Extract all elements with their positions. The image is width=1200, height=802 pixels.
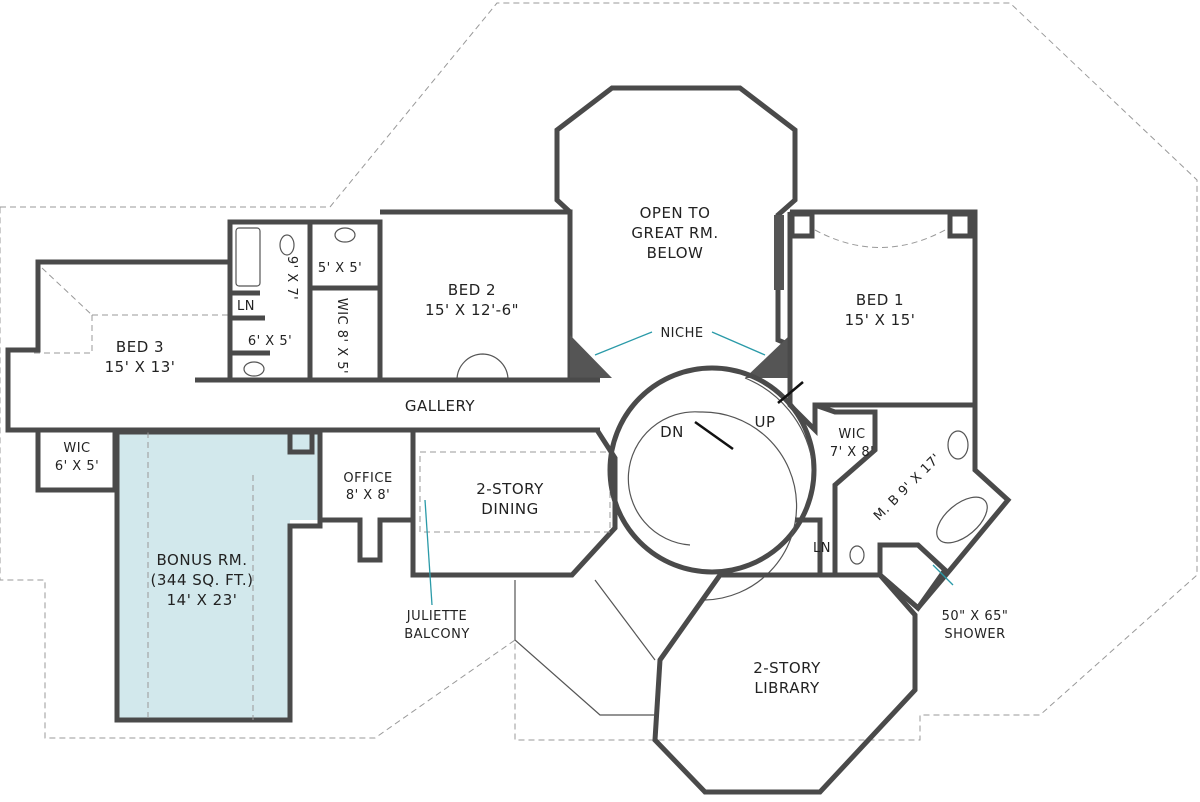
toilet-icon — [849, 545, 865, 565]
bed3-name: BED 3 — [116, 338, 164, 356]
shower-line2: SHOWER — [944, 627, 1005, 642]
bed3-walls — [5, 259, 250, 433]
office-name: OFFICE — [343, 471, 392, 486]
chase — [287, 427, 315, 455]
ceiling-line — [814, 229, 946, 248]
open-great-line1: OPEN TO — [640, 204, 711, 222]
wic-middle-label: WIC 8' X 5' — [334, 298, 349, 374]
niche-left — [570, 335, 612, 378]
office-size: 8' X 8' — [346, 488, 390, 503]
library-walls — [652, 572, 918, 795]
roof-line — [41, 267, 93, 316]
stair-inner — [627, 411, 701, 546]
bed3-size: 15' X 13' — [105, 358, 176, 376]
open-great-line3: BELOW — [647, 244, 704, 262]
bed2-name: BED 2 — [448, 281, 496, 299]
up-arrow-icon — [777, 381, 804, 404]
dn-label: DN — [660, 423, 684, 441]
bath-upper-size-b: 9' X 7' — [284, 256, 299, 300]
juliette-line2: BALCONY — [404, 627, 470, 642]
sink-icon — [243, 361, 265, 377]
niche-leader — [711, 331, 766, 356]
linen-left: LN — [237, 299, 255, 314]
master-bath-label: M. B 9' X 17' — [871, 451, 944, 524]
bathtub-icon — [936, 496, 988, 544]
bonus-line2: (344 SQ. FT.) — [151, 571, 254, 589]
sink-icon — [334, 227, 356, 243]
open-great-line2: GREAT RM. — [631, 224, 718, 242]
shower-leader — [932, 564, 954, 586]
bed1-name: BED 1 — [856, 291, 904, 309]
dining-line1: 2-STORY — [476, 480, 544, 498]
niche-label: NICHE — [660, 326, 703, 341]
bed2-size: 15' X 12'-6" — [425, 301, 519, 319]
office-walls — [317, 430, 416, 563]
upper-stair[interactable] — [744, 377, 813, 461]
wic-right-size: 7' X 8' — [830, 445, 874, 460]
shower-walls — [877, 542, 949, 612]
sink-icon — [947, 430, 969, 460]
juliette-line1: JULIETTE — [406, 609, 468, 624]
curved-stair[interactable] — [699, 411, 798, 601]
roof-line — [30, 315, 93, 354]
bath-upper-size-a: 5' X 5' — [318, 261, 362, 276]
bathtub-icon — [235, 227, 261, 287]
shower-line1: 50" X 65" — [942, 609, 1009, 624]
roof-line — [514, 580, 655, 716]
double-door[interactable] — [456, 353, 509, 381]
bonus-line3: 14' X 23' — [167, 591, 238, 609]
up-label: UP — [754, 413, 775, 431]
column — [947, 211, 973, 239]
window-wall — [594, 579, 656, 661]
niche-leader — [594, 331, 653, 356]
down-arrow-icon — [694, 420, 734, 451]
wic-right-name: WIC — [838, 427, 865, 442]
roof-outline — [0, 2, 1198, 741]
juliette-leader — [424, 499, 433, 606]
toilet-icon — [279, 234, 295, 256]
bed1-size: 15' X 15' — [845, 311, 916, 329]
linen-right: LN — [813, 541, 831, 556]
stair-hall-wall — [607, 365, 817, 575]
dining-line2: DINING — [481, 500, 538, 518]
niche-right — [745, 335, 790, 378]
gallery-label: GALLERY — [405, 397, 476, 415]
column — [774, 215, 784, 290]
column — [789, 211, 815, 239]
dining-walls — [410, 427, 618, 578]
bath-lower-size: 6' X 5' — [248, 334, 292, 349]
wic-left-walls — [35, 430, 118, 493]
bonus-room-area — [117, 432, 318, 720]
wic-left-size: 6' X 5' — [55, 459, 99, 474]
bonus-line1: BONUS RM. — [157, 551, 248, 569]
linen-closet-walls — [795, 517, 823, 575]
library-line1: 2-STORY — [753, 659, 821, 677]
library-line2: LIBRARY — [754, 679, 820, 697]
wic-left-name: WIC — [63, 441, 90, 456]
